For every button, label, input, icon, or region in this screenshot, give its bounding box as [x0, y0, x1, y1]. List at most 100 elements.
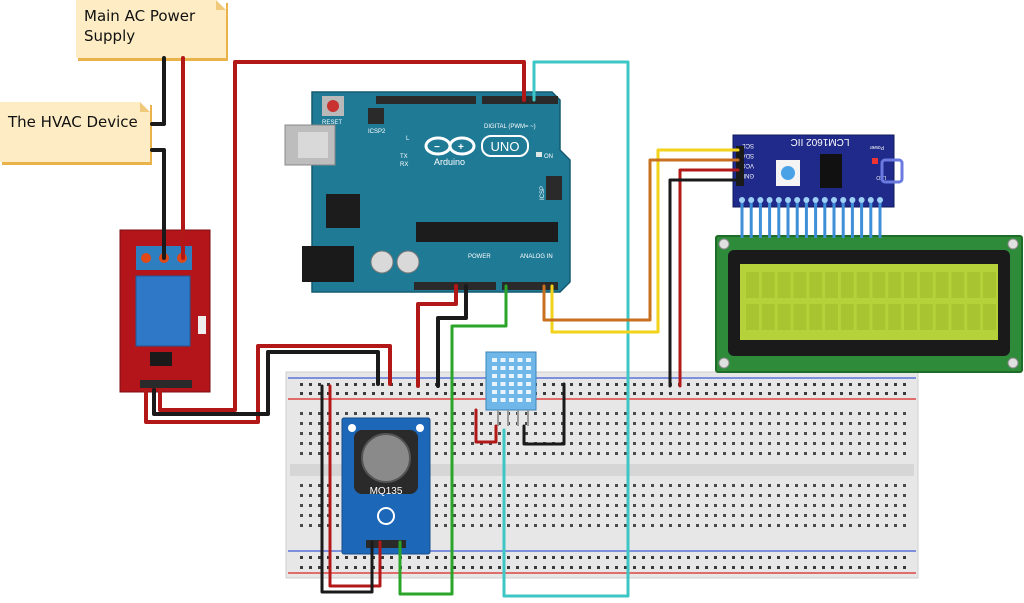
breadboard-hole — [660, 484, 663, 487]
breadboard-hole — [723, 484, 726, 487]
breadboard-hole — [885, 514, 888, 517]
breadboard-hole — [777, 422, 780, 425]
breadboard-hole — [309, 442, 312, 445]
lcd-cell — [983, 304, 996, 330]
rail-hole — [831, 556, 834, 559]
rail-hole — [795, 566, 798, 569]
rail-hole — [696, 392, 699, 395]
breadboard-hole — [525, 514, 528, 517]
breadboard-hole — [813, 432, 816, 435]
breadboard-hole — [471, 412, 474, 415]
breadboard-hole — [750, 412, 753, 415]
rail-hole — [732, 566, 735, 569]
breadboard-hole — [777, 432, 780, 435]
breadboard-hole — [615, 412, 618, 415]
breadboard-hole — [588, 524, 591, 527]
breadboard-hole — [516, 504, 519, 507]
breadboard-hole — [336, 442, 339, 445]
breadboard-hole — [705, 452, 708, 455]
breadboard-hole — [300, 442, 303, 445]
breadboard-hole — [309, 432, 312, 435]
breadboard-hole — [876, 422, 879, 425]
rail-hole — [399, 392, 402, 395]
pin-pad — [803, 197, 810, 203]
wire-hvac-black — [150, 148, 166, 260]
breadboard-hole — [525, 412, 528, 415]
breadboard-hole — [489, 412, 492, 415]
breadboard-hole — [867, 494, 870, 497]
rail-hole — [831, 392, 834, 395]
breadboard-hole — [840, 442, 843, 445]
lcd-cell — [840, 272, 854, 298]
grille-slot — [517, 390, 523, 394]
breadboard-hole — [759, 484, 762, 487]
breadboard-hole — [552, 494, 555, 497]
grille-slot — [517, 398, 523, 402]
rail-hole — [615, 383, 618, 386]
breadboard-hole — [768, 514, 771, 517]
main-ac-power-supply-note: Main AC Power Supply — [76, 0, 226, 58]
grille-slot — [526, 398, 531, 402]
rail-hole — [867, 392, 870, 395]
breadboard-hole — [903, 514, 906, 517]
rail-hole — [687, 566, 690, 569]
rail-hole — [552, 383, 555, 386]
breadboard-hole — [660, 432, 663, 435]
breadboard-hole — [579, 514, 582, 517]
lcd-cell — [951, 272, 965, 298]
rail-hole — [462, 566, 465, 569]
breadboard-hole — [309, 524, 312, 527]
grille-slot — [509, 390, 514, 394]
rail-hole — [885, 392, 888, 395]
rail-hole — [363, 566, 366, 569]
breadboard-hole — [480, 452, 483, 455]
rail-hole — [300, 383, 303, 386]
breadboard-hole — [831, 494, 834, 497]
breadboard-hole — [777, 452, 780, 455]
breadboard-hole — [813, 484, 816, 487]
breadboard-hole — [543, 514, 546, 517]
rail-hole — [336, 566, 339, 569]
dht-sensor — [485, 351, 537, 426]
rail-hole — [876, 383, 879, 386]
grille-slot — [500, 374, 506, 378]
grille-slot — [492, 366, 497, 370]
breadboard-hole — [633, 514, 636, 517]
breadboard-hole — [498, 412, 501, 415]
breadboard-hole — [633, 494, 636, 497]
breadboard-hole — [705, 432, 708, 435]
rail-hole — [435, 556, 438, 559]
rail-hole — [795, 392, 798, 395]
breadboard-hole — [651, 514, 654, 517]
rail-hole — [309, 383, 312, 386]
rail-hole — [741, 392, 744, 395]
breadboard-hole — [606, 442, 609, 445]
breadboard-hole — [768, 412, 771, 415]
breadboard-hole — [831, 504, 834, 507]
breadboard-hole — [462, 432, 465, 435]
analog-header-label: ANALOG IN — [520, 254, 553, 260]
breadboard-hole — [831, 484, 834, 487]
breadboard-hole — [435, 494, 438, 497]
pin-pad — [877, 197, 883, 203]
rail-hole — [849, 383, 852, 386]
rail-hole — [669, 556, 672, 559]
breadboard-hole — [840, 514, 843, 517]
breadboard-hole — [309, 494, 312, 497]
breadboard-hole — [777, 442, 780, 445]
rail-hole — [669, 566, 672, 569]
lcd-cell — [761, 304, 775, 330]
breadboard-hole — [534, 504, 537, 507]
breadboard-hole — [894, 442, 897, 445]
pin-pad — [840, 197, 847, 203]
breadboard-hole — [678, 494, 681, 497]
breadboard-hole — [777, 412, 780, 415]
breadboard-hole — [534, 494, 537, 497]
breadboard-hole — [687, 494, 690, 497]
wire-relay-gnd — [152, 350, 380, 416]
breadboard-hole — [867, 504, 870, 507]
rail-hole — [777, 383, 780, 386]
breadboard-hole — [651, 504, 654, 507]
pin-pad — [766, 197, 773, 203]
breadboard-hole — [786, 432, 789, 435]
